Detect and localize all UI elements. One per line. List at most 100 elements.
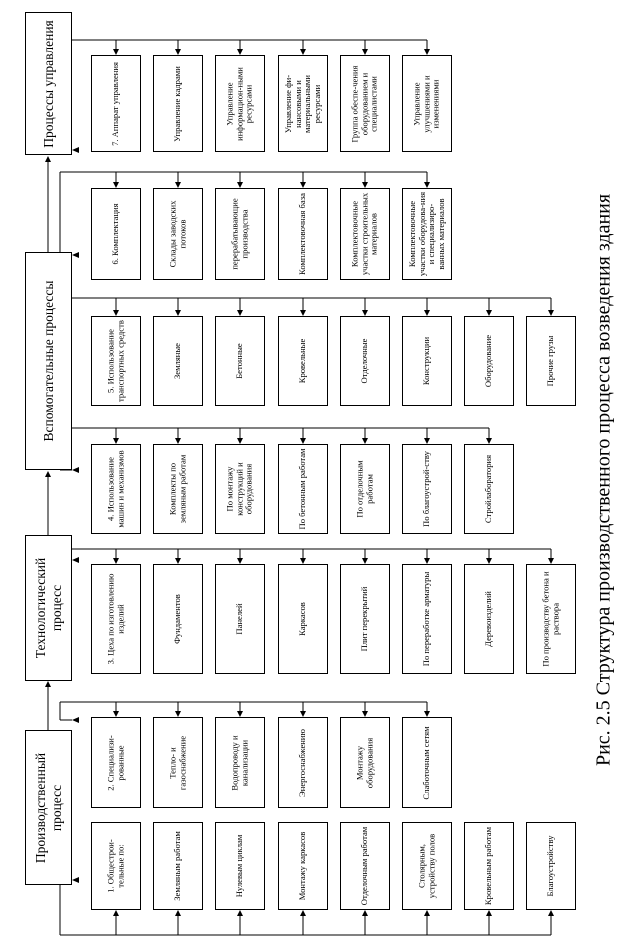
arrowhead	[72, 717, 79, 723]
arrowhead	[237, 910, 243, 916]
g1-item-3-label: Монтажу каркасов	[297, 831, 308, 901]
g7-item-2: Управление информацион-ными ресурсами	[215, 55, 265, 152]
g1-item-1: Земляным работам	[153, 822, 203, 910]
g1-item-2: Нулевым циклам	[215, 822, 265, 910]
g2-item-1: Тепло- и газоснабжение	[153, 717, 203, 808]
process-box-technological: Технологический процесс	[25, 535, 72, 681]
g1-item-0: 1. Общестрои-тельные по:	[91, 822, 141, 910]
g3-item-7-label: По производству бетона и раствора	[540, 571, 560, 667]
g7-item-4: Группа обеспе-чения оборудованием и спец…	[340, 55, 390, 152]
arrowhead	[548, 558, 554, 564]
arrowhead	[486, 310, 492, 316]
arrowhead	[424, 910, 430, 916]
g2-item-0: 2. Специализи-рованные	[91, 717, 141, 808]
g2-item-5: Слаботочным сетям	[402, 717, 452, 808]
arrowhead	[486, 910, 492, 916]
g6-item-5-label: Комплектовочные участки оборудова-ния и …	[406, 191, 446, 277]
process-box-production: Производственный процесс	[25, 730, 72, 885]
g4-item-1: Комплекты по земляным работам	[153, 444, 203, 534]
arrowhead	[237, 438, 243, 444]
arrowhead	[424, 438, 430, 444]
arrowhead	[175, 49, 181, 55]
arrowhead	[237, 182, 243, 188]
arrowhead	[424, 558, 430, 564]
g6-item-0: 6. Комплектация	[91, 188, 141, 280]
g5-item-3-label: Кровельные	[297, 338, 308, 384]
arrowhead	[175, 711, 181, 717]
arrowhead	[237, 310, 243, 316]
arrowhead	[548, 910, 554, 916]
arrowhead	[362, 49, 368, 55]
arrowhead	[424, 711, 430, 717]
g4-item-3-label: По бетонным работам	[297, 448, 308, 530]
g1-item-4-label: Отделочным работам	[359, 826, 370, 906]
arrowhead	[237, 558, 243, 564]
g2-item-0-label: 2. Специализи-рованные	[105, 734, 125, 791]
figure-caption: Рис. 2.5 Структура производственного про…	[592, 193, 615, 767]
g3-item-3-label: Каркасов	[297, 602, 308, 636]
g5-item-3: Кровельные	[278, 316, 328, 406]
g3-item-6: Деревоизделий	[464, 564, 514, 674]
g3-item-2: Панелей	[215, 564, 265, 674]
g3-item-5: По переработке арматуры	[402, 564, 452, 674]
process-box-auxiliary-label: Вспомогательные процессы	[40, 280, 56, 442]
arrowhead	[300, 711, 306, 717]
arrowhead	[113, 910, 119, 916]
g3-item-0-label: 3. Цеха по изготовлению изделий	[105, 573, 125, 665]
g6-item-1: Склады заводских потоков	[153, 188, 203, 280]
g6-item-2: перерабатывающие производства	[215, 188, 265, 280]
arrowhead	[486, 438, 492, 444]
process-box-management-label: Процессы управления	[40, 19, 56, 148]
arrowhead	[486, 558, 492, 564]
arrowhead	[237, 711, 243, 717]
arrowhead	[362, 910, 368, 916]
g6-item-5: Комплектовочные участки оборудова-ния и …	[402, 188, 452, 280]
arrowhead	[175, 438, 181, 444]
arrowhead	[72, 557, 79, 563]
g5-item-0: 5. Использование транспортных средств	[91, 316, 141, 406]
g4-item-2: По монтажу конструкций и оборудования	[215, 444, 265, 534]
arrowhead	[548, 310, 554, 316]
g1-item-3: Монтажу каркасов	[278, 822, 328, 910]
g7-item-3: Управление фи-нансовыми и материальными …	[278, 55, 328, 152]
arrowhead	[300, 438, 306, 444]
g5-item-5-label: Конструкции	[421, 336, 432, 386]
process-box-management: Процессы управления	[25, 12, 72, 155]
g5-item-1: Земляные	[153, 316, 203, 406]
process-box-auxiliary: Вспомогательные процессы	[25, 252, 72, 470]
g3-item-1: Фундаментов	[153, 564, 203, 674]
arrowhead	[175, 910, 181, 916]
arrowhead	[424, 49, 430, 55]
g3-item-1-label: Фундаментов	[172, 594, 183, 644]
arrowhead	[300, 182, 306, 188]
g5-item-2-label: Бетонные	[234, 343, 245, 379]
arrowhead	[45, 471, 51, 477]
arrowhead	[424, 310, 430, 316]
g6-item-4: Комплектовочные участки строительных мат…	[340, 188, 390, 280]
g1-item-0-label: 1. Общестрои-тельные по:	[105, 839, 125, 893]
g7-item-5: Управление улучшениями и изменениями	[402, 55, 452, 152]
arrowhead	[113, 558, 119, 564]
arrowhead	[113, 182, 119, 188]
g1-item-6-label: Кровельным работам	[483, 826, 494, 906]
g1-item-7-label: Благоустройству	[545, 835, 556, 897]
g4-item-2-label: По монтажу конструкций и оборудования	[224, 462, 254, 516]
arrowhead	[362, 438, 368, 444]
g2-item-4-label: Монтажу оборудования	[354, 737, 374, 788]
g1-item-6: Кровельным работам	[464, 822, 514, 910]
g5-item-6: Оборудование	[464, 316, 514, 406]
g2-item-1-label: Тепло- и газоснабжение	[167, 735, 187, 790]
arrowhead	[113, 310, 119, 316]
arrowhead	[362, 182, 368, 188]
g3-item-3: Каркасов	[278, 564, 328, 674]
g3-item-7: По производству бетона и раствора	[526, 564, 576, 674]
g2-item-5-label: Слаботочным сетям	[421, 725, 432, 800]
g4-item-1-label: Комплекты по земляным работам	[167, 454, 187, 524]
g2-item-3: Энергоснабжению	[278, 717, 328, 808]
g4-item-3: По бетонным работам	[278, 444, 328, 534]
g5-item-2: Бетонные	[215, 316, 265, 406]
arrowhead	[113, 49, 119, 55]
g5-item-5: Конструкции	[402, 316, 452, 406]
g5-item-1-label: Земляные	[172, 343, 183, 379]
